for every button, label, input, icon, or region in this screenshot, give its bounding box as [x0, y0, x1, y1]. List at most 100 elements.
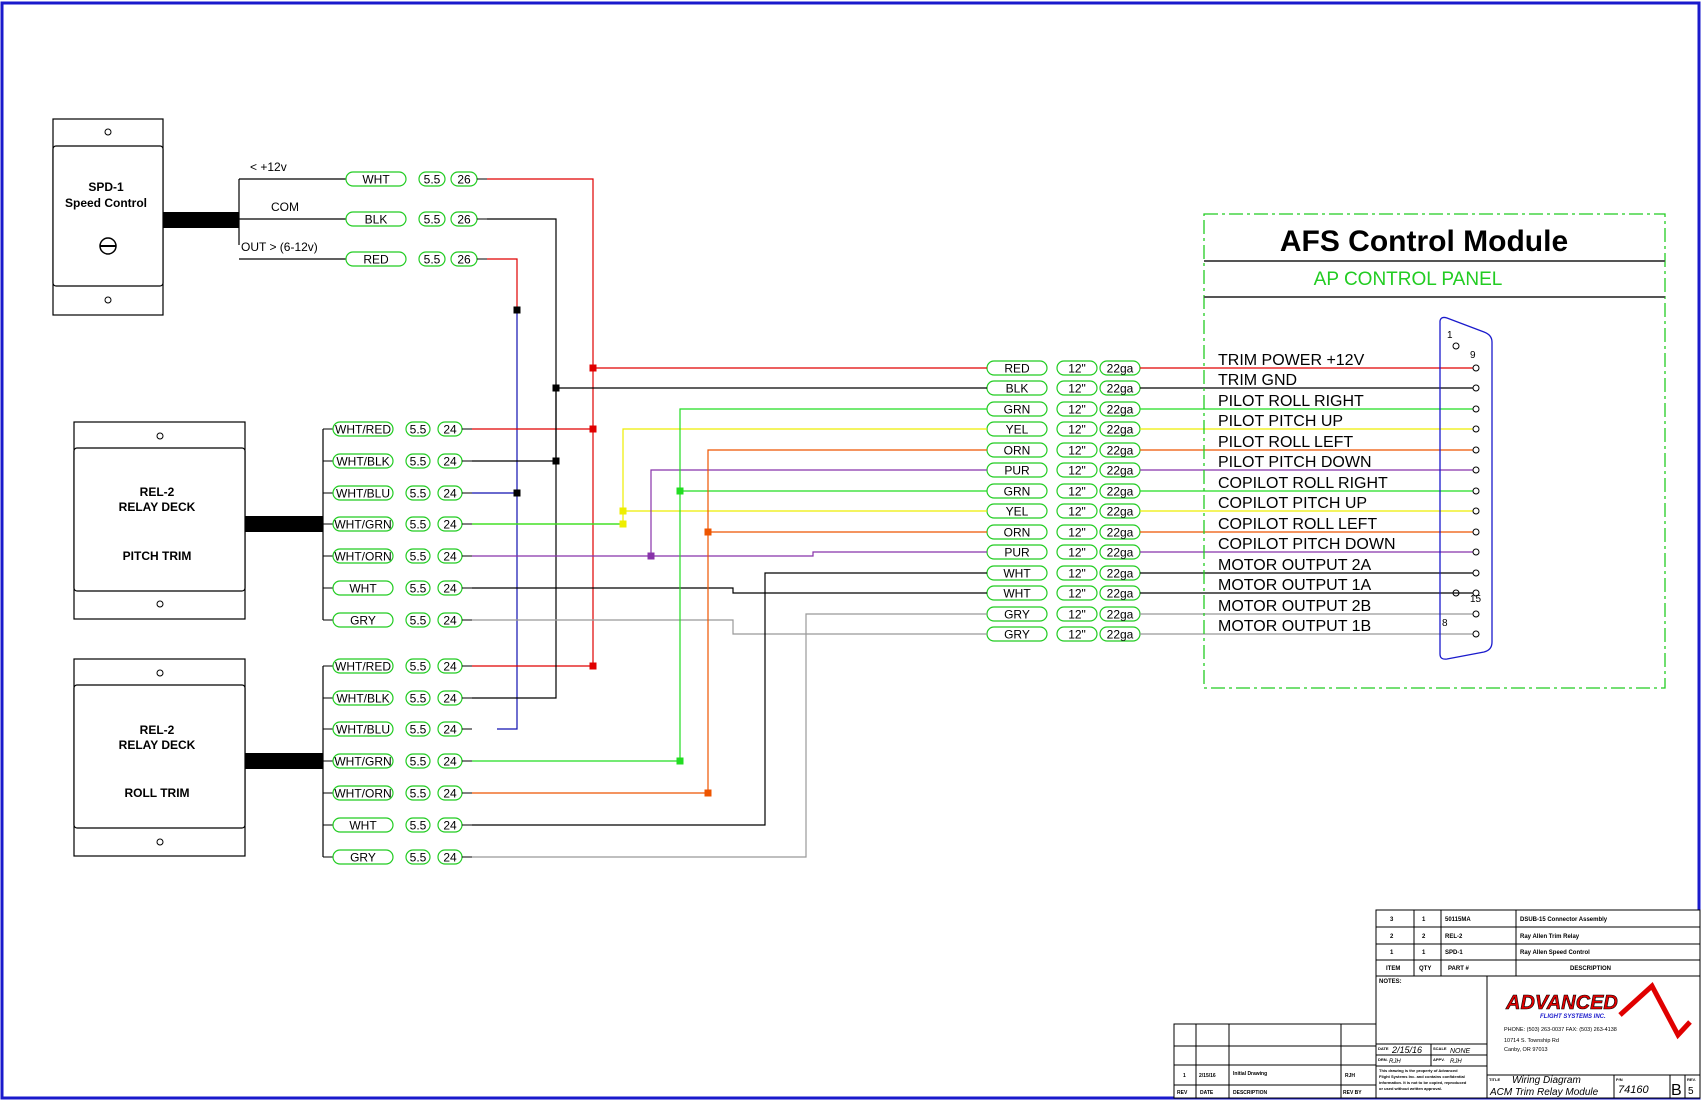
spd-wire-ga-2-text: 26 [457, 253, 471, 267]
spd-wire-len-0-text: 5.5 [424, 173, 441, 187]
company-name: ADVANCED [1505, 992, 1618, 1014]
splice-dot [589, 425, 597, 433]
dsub-pin [1472, 446, 1480, 454]
relay0-wire-color-2-text: WHT/BLU [336, 487, 390, 501]
relay0-wire-ga-1: 24 [437, 453, 463, 469]
signal-name-13: MOTOR OUTPUT 1B [1218, 618, 1371, 635]
splice-dot [552, 457, 560, 465]
spd-wire-color-0-text: WHT [362, 173, 390, 187]
date-value: 2/15/16 [1391, 1045, 1422, 1055]
spd-wire-ga-0-text: 26 [457, 173, 471, 187]
relay0-wire-len-3: 5.5 [405, 516, 431, 532]
module-wire-ga-0-text: 22ga [1107, 362, 1134, 376]
spd-wire-ga-0: 26 [450, 171, 478, 187]
module-wire-len-11: 12" [1056, 585, 1098, 601]
module-wire-color-10-text: WHT [1003, 567, 1031, 581]
spd-wire-color-1: BLK [345, 211, 407, 227]
wire-copilot-pitch-down [651, 551, 987, 557]
spd-wire-color-0: WHT [345, 171, 407, 187]
module-wire-ga-10: 22ga [1099, 565, 1141, 581]
module-wire-ga-6-text: 22ga [1107, 485, 1134, 499]
module-wire-ga-1: 22ga [1099, 380, 1141, 396]
module-wire-color-4: ORN [986, 442, 1048, 458]
relay1-wire-ga-6: 24 [437, 849, 463, 865]
relay-deck-roll: REL-2 RELAY DECK ROLL TRIM [73, 658, 323, 857]
module-wire-color-4-text: ORN [1004, 444, 1031, 458]
signal-name-11: MOTOR OUTPUT 1A [1218, 577, 1372, 594]
dsub-pin [1472, 610, 1480, 618]
relay0-wire-color-6-outline [332, 612, 394, 628]
module-wire-len-10-text: 12" [1068, 567, 1086, 581]
spd-1-device: SPD-1 Speed Control [52, 118, 239, 316]
pin-1-label: 1 [1447, 330, 1453, 341]
dsub-pin [1472, 364, 1480, 372]
relay1-wire-color-4: WHT/ORN [332, 785, 394, 801]
relay1-wire-ga-3-text: 24 [443, 755, 457, 769]
module-wire-color-2: GRN [986, 401, 1048, 417]
appv-label: APPV. [1433, 1057, 1445, 1062]
relay0-wire-color-2: WHT/BLU [332, 485, 394, 501]
spd-wire-len-2-outline [418, 251, 446, 267]
relay0-wire-ga-5-text: 24 [443, 582, 457, 596]
module-wire-len-1-text: 12" [1068, 382, 1086, 396]
spd-wire-len-2-text: 5.5 [424, 253, 441, 267]
module-wire-ga-11: 22ga [1099, 585, 1141, 601]
relay-roll-func: ROLL TRIM [124, 786, 189, 800]
module-wire-len-1-outline [1056, 380, 1098, 396]
dsub-pin [1472, 487, 1480, 495]
module-wire-ga-3: 22ga [1099, 421, 1141, 437]
module-wire-ga-2-text: 22ga [1107, 403, 1134, 417]
relay1-wire-color-5-outline [332, 817, 394, 833]
relay1-wire-len-5-text: 5.5 [410, 819, 427, 833]
spd-desc: Speed Control [65, 196, 147, 210]
relay0-wire-color-0-text: WHT/RED [335, 423, 391, 437]
module-wire-len-1: 12" [1056, 380, 1098, 396]
module-wire-len-3-outline [1056, 421, 1098, 437]
module-title: AFS Control Module [1280, 225, 1568, 258]
wire-roll-right [472, 408, 987, 762]
relay1-wire-ga-0: 24 [437, 658, 463, 674]
module-wire-ga-9-text: 22ga [1107, 546, 1134, 560]
signal-name-4: PILOT ROLL LEFT [1218, 434, 1353, 451]
relay1-wire-ga-2-text: 24 [443, 723, 457, 737]
module-wire-ga-5: 22ga [1099, 462, 1141, 478]
relay0-wire-ga-1-text: 24 [443, 455, 457, 469]
splice-dot [676, 487, 684, 495]
wire-spd-out-red [487, 258, 518, 310]
relay0-wire-ga-4-text: 24 [443, 550, 457, 564]
pin-15-label: 15 [1470, 594, 1482, 605]
relay1-wire-color-1-outline [332, 690, 394, 706]
module-wire-len-10: 12" [1056, 565, 1098, 581]
relay1-wire-color-5: WHT [332, 817, 394, 833]
bom-qty-2: 2 [1422, 934, 1426, 940]
relay1-wire-len-3-text: 5.5 [410, 755, 427, 769]
signal-name-12: MOTOR OUTPUT 2B [1218, 598, 1371, 615]
spd-terminal-label: COM [271, 200, 299, 214]
module-wire-ga-5-text: 22ga [1107, 464, 1134, 478]
relay1-wire-color-1-text: WHT/BLK [336, 692, 389, 706]
relay0-wire-color-3-outline [332, 516, 394, 532]
signal-name-9: COPILOT PITCH DOWN [1218, 536, 1396, 553]
module-wire-len-0: 12" [1056, 360, 1098, 376]
spd-wire-len-1-text: 5.5 [424, 213, 441, 227]
module-wire-len-5-text: 12" [1068, 464, 1086, 478]
relay1-wire-len-0-outline [405, 658, 431, 674]
relay-pitch-func: PITCH TRIM [123, 549, 192, 563]
bom-hdr-item: ITEM [1386, 966, 1400, 972]
pin-8-label: 8 [1442, 618, 1448, 629]
relay1-wire-color-5-text: WHT [349, 819, 377, 833]
rev-hdr-desc: DESCRIPTION [1233, 1090, 1268, 1096]
relay1-wire-len-2-outline [405, 721, 431, 737]
dsub-pin [1472, 384, 1480, 392]
relay-roll-line2: RELAY DECK [119, 738, 196, 752]
module-wire-ga-6: 22ga [1099, 483, 1141, 499]
prop-line-4: or used without written approval. [1379, 1086, 1442, 1091]
relay0-wire-color-5-outline [332, 580, 394, 596]
wire-motor-1b [472, 619, 987, 635]
relay0-wire-ga-3-text: 24 [443, 518, 457, 532]
relay0-wire-ga-5: 24 [437, 580, 463, 596]
relay0-wire-len-6: 5.5 [405, 612, 431, 628]
module-wire-color-7-text: YEL [1006, 505, 1029, 519]
